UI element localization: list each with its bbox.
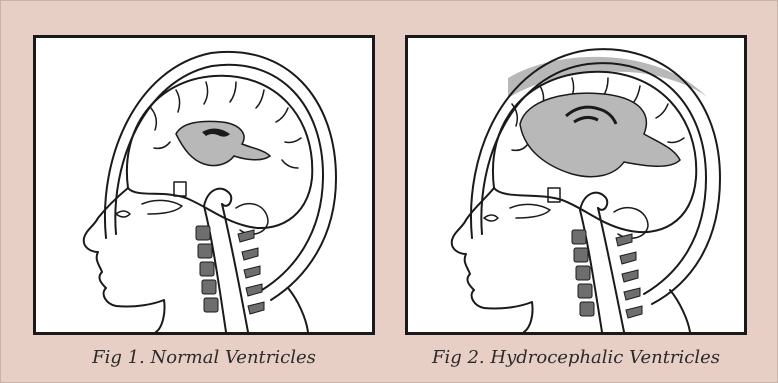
spinal-cord-back (598, 208, 624, 332)
skull-inner-outline (115, 65, 323, 290)
eye (116, 211, 130, 217)
neck-back (288, 288, 308, 332)
nasal-cavity (510, 204, 550, 218)
brainstem (580, 193, 607, 210)
normal-head-diagram (36, 38, 372, 332)
skull-outer-outline (105, 52, 336, 300)
face-profile (452, 188, 533, 332)
pituitary (174, 182, 186, 196)
face-profile (84, 188, 165, 332)
brainstem (204, 189, 231, 206)
cerebellum (236, 204, 268, 235)
nasal-cavity (142, 200, 182, 214)
lateral-ventricle-normal (176, 121, 270, 165)
figure-2-caption: Fig 2. Hydrocephalic Ventricles (405, 345, 747, 371)
figure-1-caption: Fig 1. Normal Ventricles (33, 345, 375, 371)
figure-2-hydrocephalic-ventricles (405, 35, 747, 335)
cerebellum (614, 208, 648, 239)
eye (484, 215, 498, 221)
cervical-vertebrae-hydro (572, 230, 642, 318)
lateral-ventricle-enlarged (520, 93, 680, 177)
hydrocephalic-head-diagram (408, 38, 744, 332)
neck-back (670, 290, 690, 332)
figure-1-normal-ventricles (33, 35, 375, 335)
